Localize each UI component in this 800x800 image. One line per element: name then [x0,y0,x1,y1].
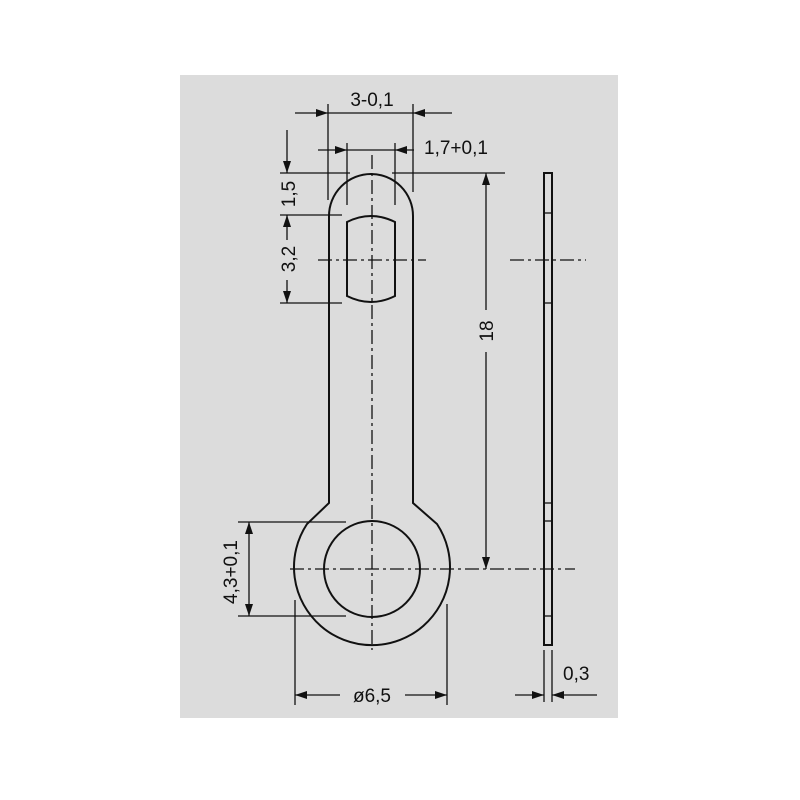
dimension-ring-diameter: ø6,5 [294,600,448,707]
dimension-thickness: 0,3 [515,650,597,702]
dimension-hole-diameter: 4,3+0,1 [221,521,346,617]
svg-text:3-0,1: 3-0,1 [350,90,393,111]
svg-text:18: 18 [477,320,498,341]
tab-outline [293,173,451,647]
dimension-slot-length: 3,2 [279,215,342,304]
slot [346,215,396,303]
svg-text:0,3: 0,3 [563,664,589,685]
svg-text:1,5: 1,5 [279,181,300,207]
svg-text:ø6,5: ø6,5 [353,686,391,707]
dimension-width-tab: 3-0,1 [295,90,452,200]
dimension-slot-width: 1,7+0,1 [318,138,488,205]
svg-text:4,3+0,1: 4,3+0,1 [221,540,242,604]
svg-text:3,2: 3,2 [279,246,300,272]
dimension-center-distance: 18 [477,173,498,569]
side-view [543,172,553,646]
svg-text:1,7+0,1: 1,7+0,1 [424,138,488,159]
